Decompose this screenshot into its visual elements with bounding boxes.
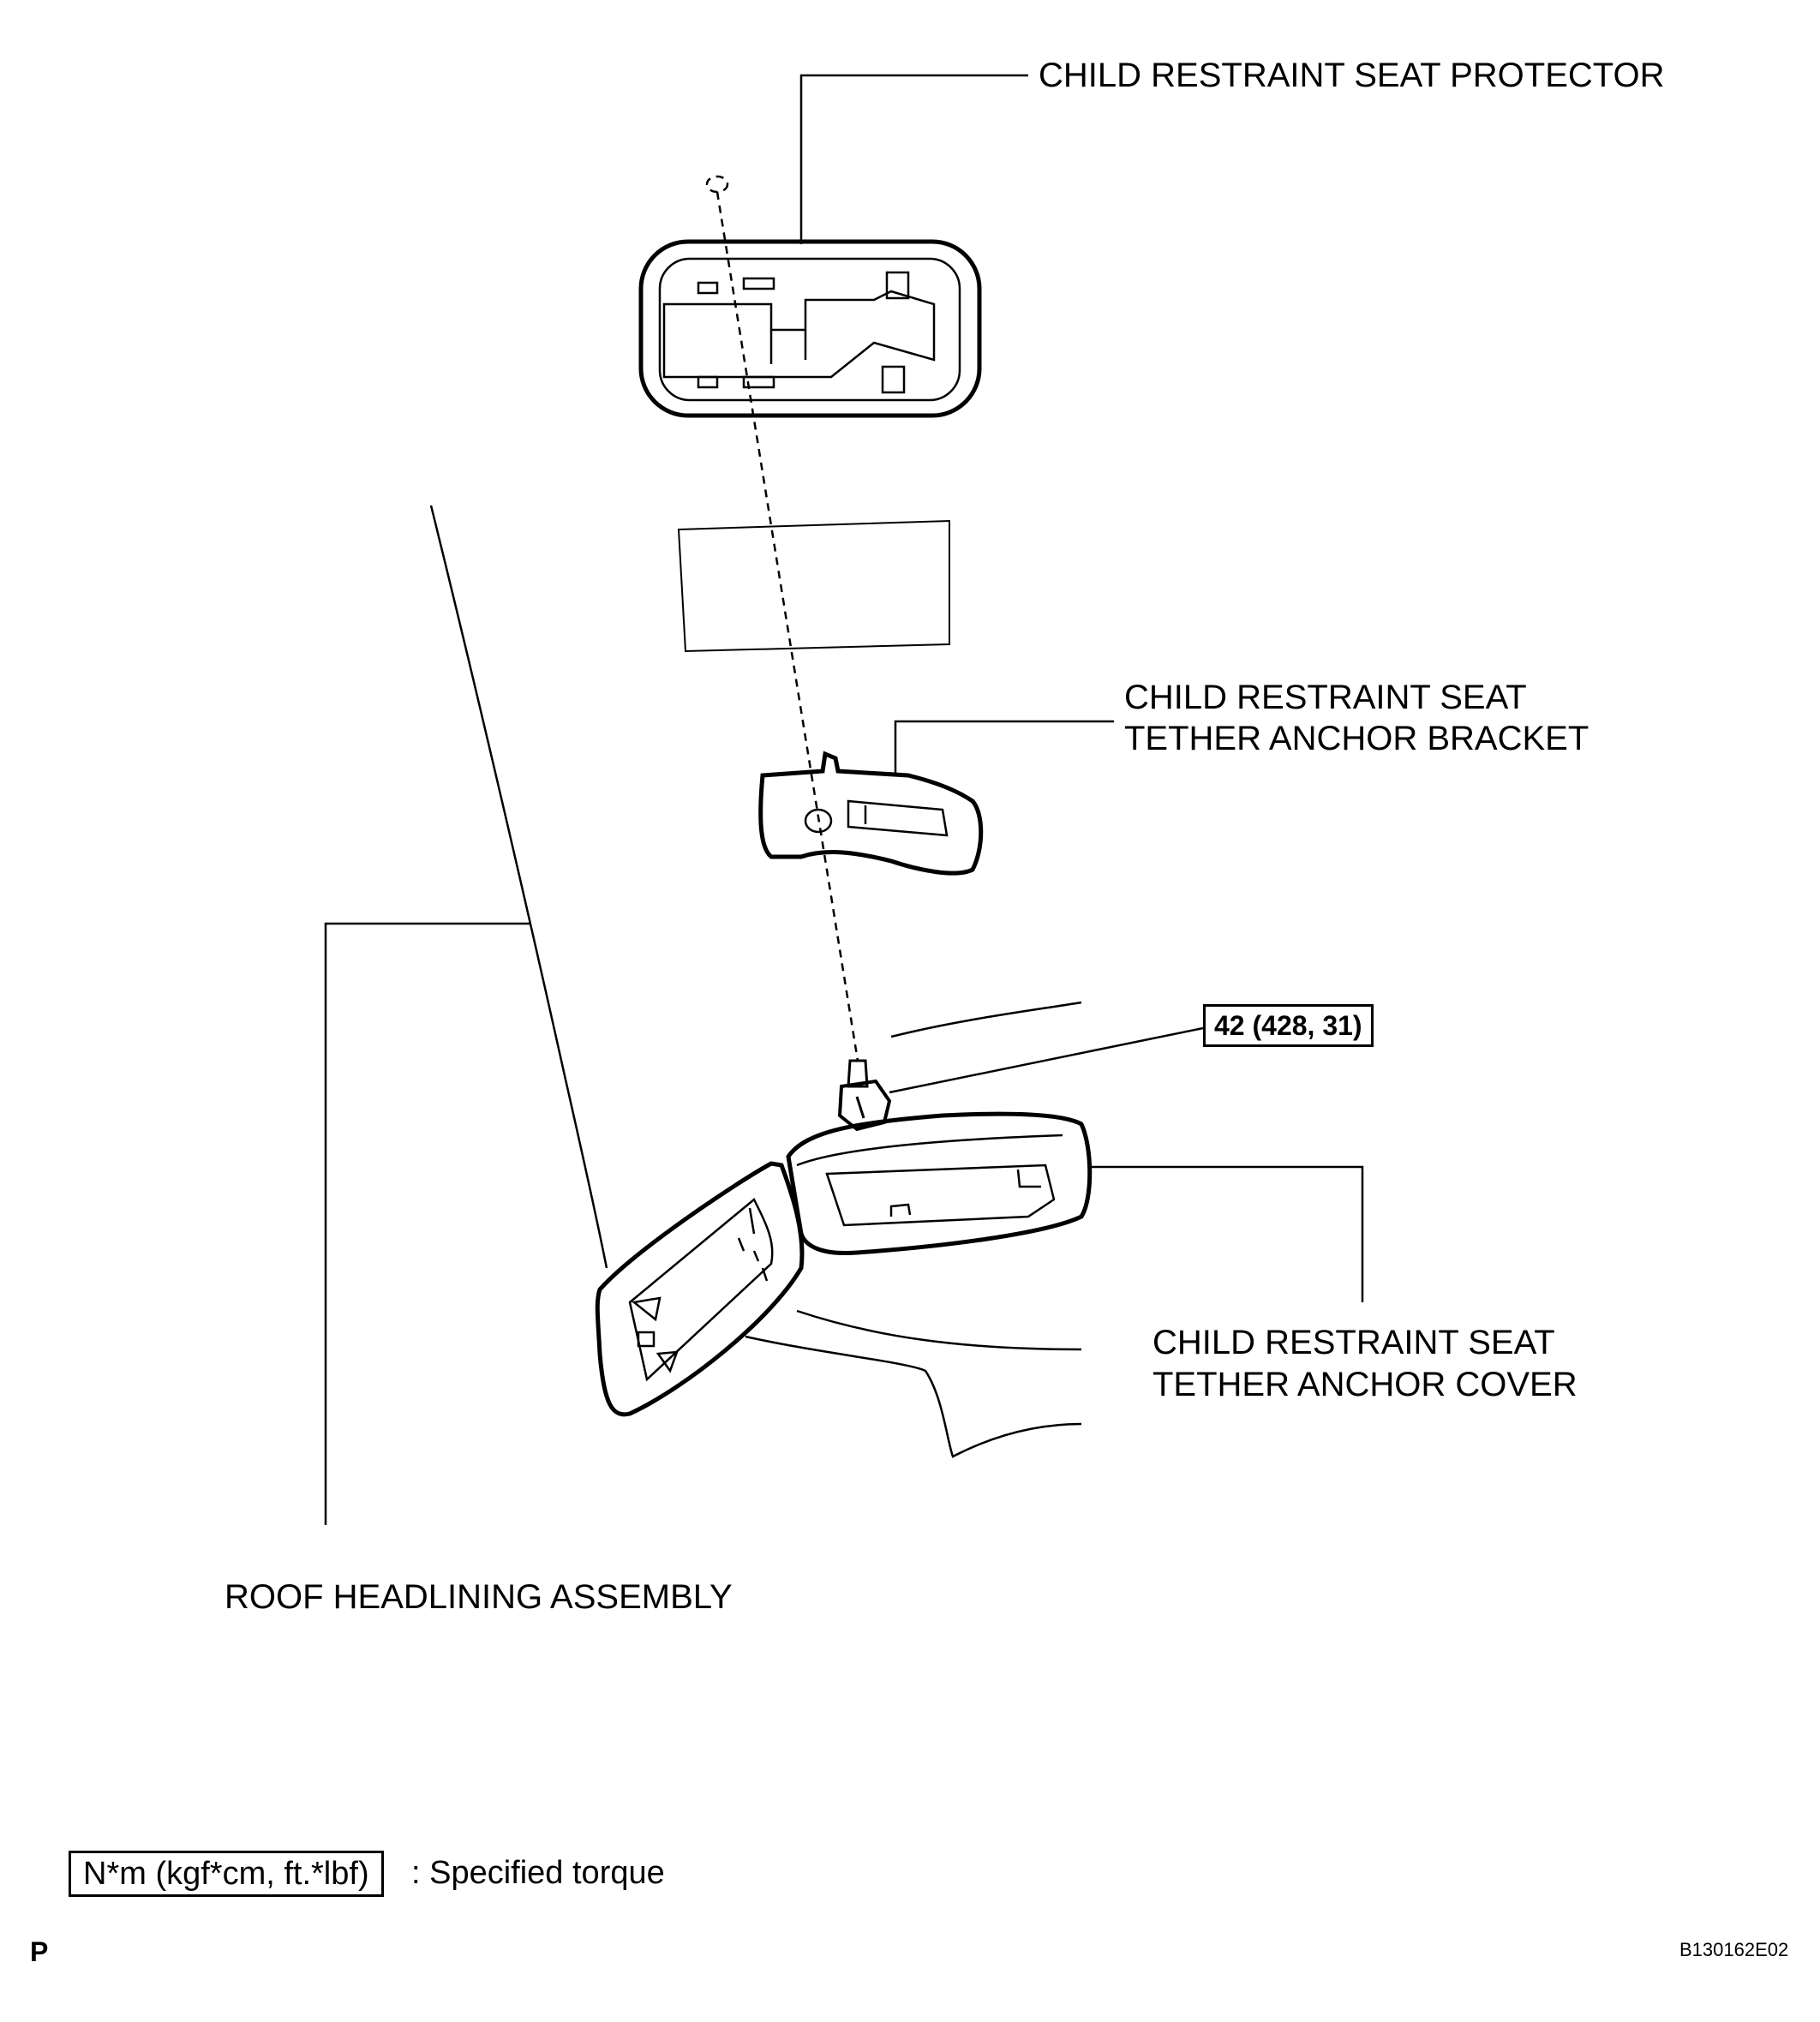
leader-headlining xyxy=(324,922,530,1525)
label-roof-headlining: ROOF HEADLINING ASSEMBLY xyxy=(225,1578,733,1616)
legend-unit-box: N*m (kgf*cm, ft.*lbf) xyxy=(69,1851,384,1897)
bolt-part xyxy=(837,1059,892,1132)
protective-sheet xyxy=(677,519,950,653)
tether-anchor-bracket-part xyxy=(758,751,984,876)
label-cover-line1: CHILD RESTRAINT SEAT xyxy=(1152,1324,1555,1361)
tether-anchor-lid-part xyxy=(595,1161,805,1417)
label-seat-protector: CHILD RESTRAINT SEAT PROTECTOR xyxy=(1039,57,1665,94)
torque-value-box: 42 (428, 31) xyxy=(1203,1004,1374,1047)
leader-lines xyxy=(324,74,1364,1525)
roof-headlining-outline xyxy=(429,505,1082,1458)
leader-protector xyxy=(799,74,1028,244)
label-bracket-line1: CHILD RESTRAINT SEAT xyxy=(1124,679,1527,716)
figure-code: B130162E02 xyxy=(1679,1939,1789,1960)
leader-bracket xyxy=(894,720,1114,775)
leader-torque xyxy=(889,1026,1204,1094)
label-cover-line2: TETHER ANCHOR COVER xyxy=(1152,1366,1578,1403)
tether-anchor-cover-part xyxy=(786,1111,1093,1256)
label-bracket-line2: TETHER ANCHOR BRACKET xyxy=(1124,720,1590,757)
legend-description: : Specified torque xyxy=(411,1855,665,1891)
page-letter: P xyxy=(30,1936,49,1967)
seat-protector-part xyxy=(638,239,982,418)
leader-cover xyxy=(1088,1165,1364,1302)
assembly-axis-line xyxy=(705,175,859,1062)
